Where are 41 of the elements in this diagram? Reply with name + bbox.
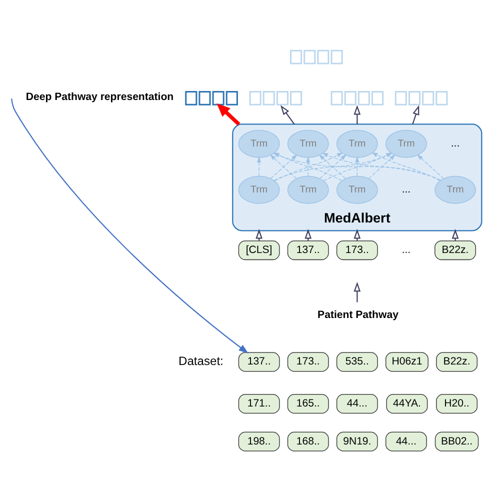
arrow bbox=[354, 104, 361, 124]
node-box: H20.. bbox=[436, 394, 478, 414]
node-box: H06z1 bbox=[385, 352, 428, 372]
node-box: [CLS] bbox=[238, 240, 280, 260]
node-box: 44... bbox=[385, 432, 427, 452]
node-box: 171.. bbox=[238, 394, 280, 414]
node-text: Patient Pathway bbox=[318, 308, 398, 321]
arrow bbox=[256, 156, 262, 177]
node-ellipse: Trm bbox=[434, 176, 476, 204]
node-box: 137.. bbox=[287, 240, 329, 260]
node-box: 165.. bbox=[287, 394, 329, 414]
node-box: B22z. bbox=[436, 352, 478, 372]
label: ... bbox=[450, 138, 460, 150]
node-box: 44... bbox=[336, 394, 378, 414]
arrow bbox=[355, 156, 360, 177]
node-box: 168.. bbox=[287, 432, 329, 452]
label: Dataset: bbox=[178, 354, 224, 368]
node-box: 198.. bbox=[238, 432, 280, 452]
node-box: 173.. bbox=[287, 352, 329, 372]
arrow bbox=[416, 154, 444, 179]
node-box: BB02.. bbox=[434, 432, 479, 452]
node-ellipse: Trm bbox=[238, 176, 280, 204]
arrow bbox=[354, 282, 361, 302]
arrow bbox=[452, 228, 459, 241]
node-box: 9N19. bbox=[336, 432, 378, 452]
arrow bbox=[11, 98, 248, 354]
arrow bbox=[412, 105, 420, 124]
label: ... bbox=[402, 244, 411, 256]
node-box: 173.. bbox=[336, 240, 378, 260]
node-box: 137.. bbox=[238, 352, 280, 372]
node-box: B22z. bbox=[434, 240, 476, 260]
arrow bbox=[280, 105, 295, 125]
arrow bbox=[368, 154, 396, 179]
arrow bbox=[216, 103, 240, 126]
node-ellipse: Trm bbox=[287, 176, 329, 204]
arrow bbox=[306, 156, 310, 177]
node-ellipse: Trm bbox=[336, 176, 378, 204]
node-box: 535.. bbox=[336, 352, 378, 372]
node-label: Deep Pathway representation bbox=[26, 90, 174, 103]
label: ... bbox=[402, 184, 411, 196]
node-box: 44YA. bbox=[386, 394, 428, 414]
